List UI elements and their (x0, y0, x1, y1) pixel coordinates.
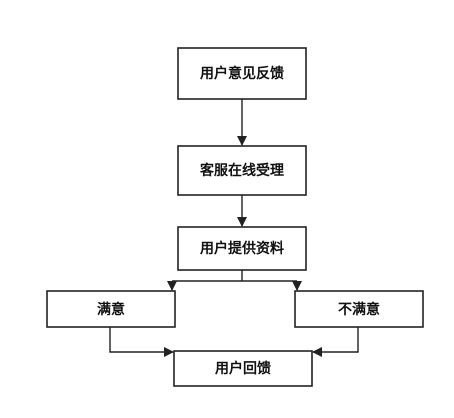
edge-unsatisfied-to-return-visit (312, 327, 359, 357)
node-return-visit-label: 用户回馈 (215, 360, 271, 377)
node-unsatisfied-label: 不满意 (338, 301, 380, 318)
node-unsatisfied: 不满意 (294, 290, 424, 328)
node-provide-info-label: 用户提供资料 (200, 240, 284, 257)
node-feedback: 用户意见反馈 (177, 47, 307, 100)
edge-satisfied-to-return-visit (109, 327, 174, 357)
node-service: 客服在线受理 (177, 145, 307, 196)
node-service-label: 客服在线受理 (199, 162, 284, 179)
node-provide-info: 用户提供资料 (177, 226, 307, 271)
node-satisfied: 满意 (46, 290, 176, 328)
node-feedback-label: 用户意见反馈 (200, 65, 284, 82)
node-satisfied-label: 满意 (97, 301, 125, 318)
node-return-visit: 用户回馈 (173, 350, 313, 387)
